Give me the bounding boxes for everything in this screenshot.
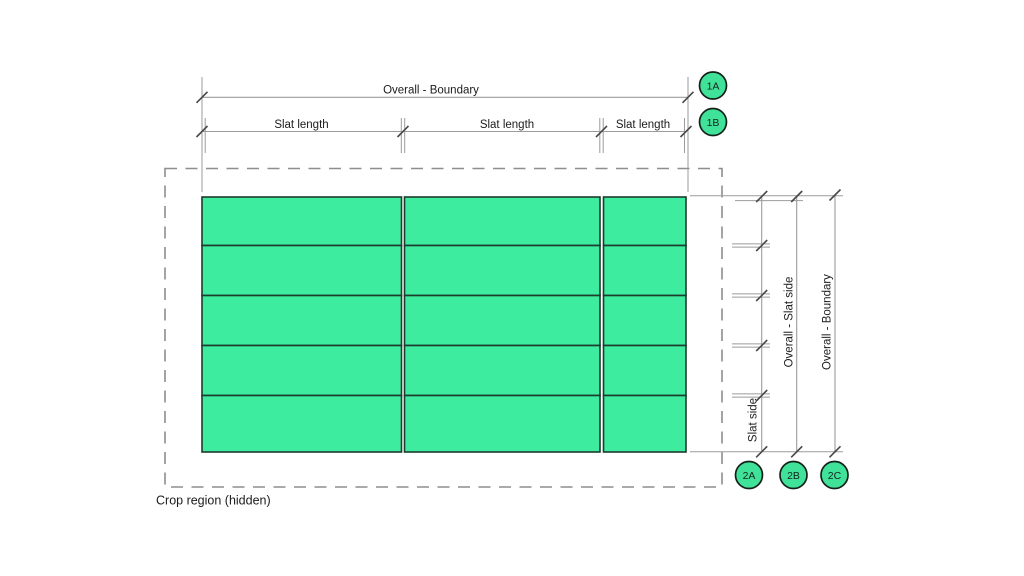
- witness-lines-right: [690, 195, 843, 453]
- slat[interactable]: [602, 244, 687, 297]
- slat[interactable]: [403, 394, 601, 453]
- slat[interactable]: [602, 344, 687, 397]
- reference-bubble-1A[interactable]: 1A: [698, 71, 728, 100]
- crop-region-boundary[interactable]: [164, 167, 723, 488]
- slat[interactable]: [602, 294, 687, 347]
- bubble-circle[interactable]: [734, 460, 764, 490]
- dimension-slat-side[interactable]: Slat side: [748, 195, 763, 452]
- crop-region-label: Crop region (hidden): [156, 494, 271, 508]
- slat[interactable]: [403, 344, 601, 397]
- dimension-overall-slat-side[interactable]: Overall - Slat side: [784, 195, 798, 452]
- row-boundary-witness-lines: [732, 243, 770, 398]
- slat[interactable]: [602, 196, 687, 247]
- reference-bubble-2C[interactable]: 2C: [820, 460, 849, 490]
- slat-grid: [201, 196, 687, 453]
- witness-lines-top: [201, 77, 689, 192]
- dimension-label-slat-length-2[interactable]: Slat length: [480, 119, 534, 131]
- slat[interactable]: [403, 196, 601, 247]
- reference-bubble-1B[interactable]: 1B: [698, 107, 728, 137]
- dimension-tick-marks: [195, 91, 842, 458]
- bubble-label: 2A: [743, 470, 756, 482]
- bubble-circle[interactable]: [698, 71, 728, 100]
- dimension-label-slat-length-1[interactable]: Slat length: [274, 119, 328, 131]
- dimension-label-overall-boundary-right[interactable]: Overall - Boundary: [822, 274, 834, 370]
- slat[interactable]: [201, 196, 403, 247]
- slat[interactable]: [201, 294, 403, 347]
- bubble-circle[interactable]: [779, 460, 808, 490]
- bubble-label: 1B: [707, 117, 720, 129]
- dimension-label-overall-slat-side[interactable]: Overall - Slat side: [784, 277, 796, 368]
- dimension-label-slat-side[interactable]: Slat side: [748, 398, 760, 442]
- bubble-circle[interactable]: [820, 460, 849, 490]
- reference-bubble-2B[interactable]: 2B: [779, 460, 808, 490]
- slat[interactable]: [403, 244, 601, 297]
- dimension-slat-length[interactable]: Slat length Slat length Slat length: [202, 119, 686, 133]
- slat[interactable]: [403, 294, 601, 347]
- dimension-label-overall-boundary-top[interactable]: Overall - Boundary: [383, 85, 479, 97]
- dimension-overall-boundary-top[interactable]: Overall - Boundary: [202, 85, 688, 98]
- dimension-label-slat-length-3[interactable]: Slat length: [616, 119, 670, 131]
- slat[interactable]: [201, 244, 403, 297]
- slat[interactable]: [201, 344, 403, 397]
- slat[interactable]: [602, 394, 687, 453]
- reference-bubble-2A[interactable]: 2A: [734, 460, 764, 490]
- slat[interactable]: [201, 394, 403, 453]
- bubble-circle[interactable]: [698, 107, 728, 137]
- reference-bubbles: 1A 1B 2A 2B 2C: [698, 71, 849, 490]
- bubble-label: 2C: [828, 470, 842, 482]
- bubble-label: 1A: [707, 80, 720, 92]
- dimension-overall-boundary-right[interactable]: Overall - Boundary: [822, 194, 836, 452]
- bubble-label: 2B: [787, 470, 800, 482]
